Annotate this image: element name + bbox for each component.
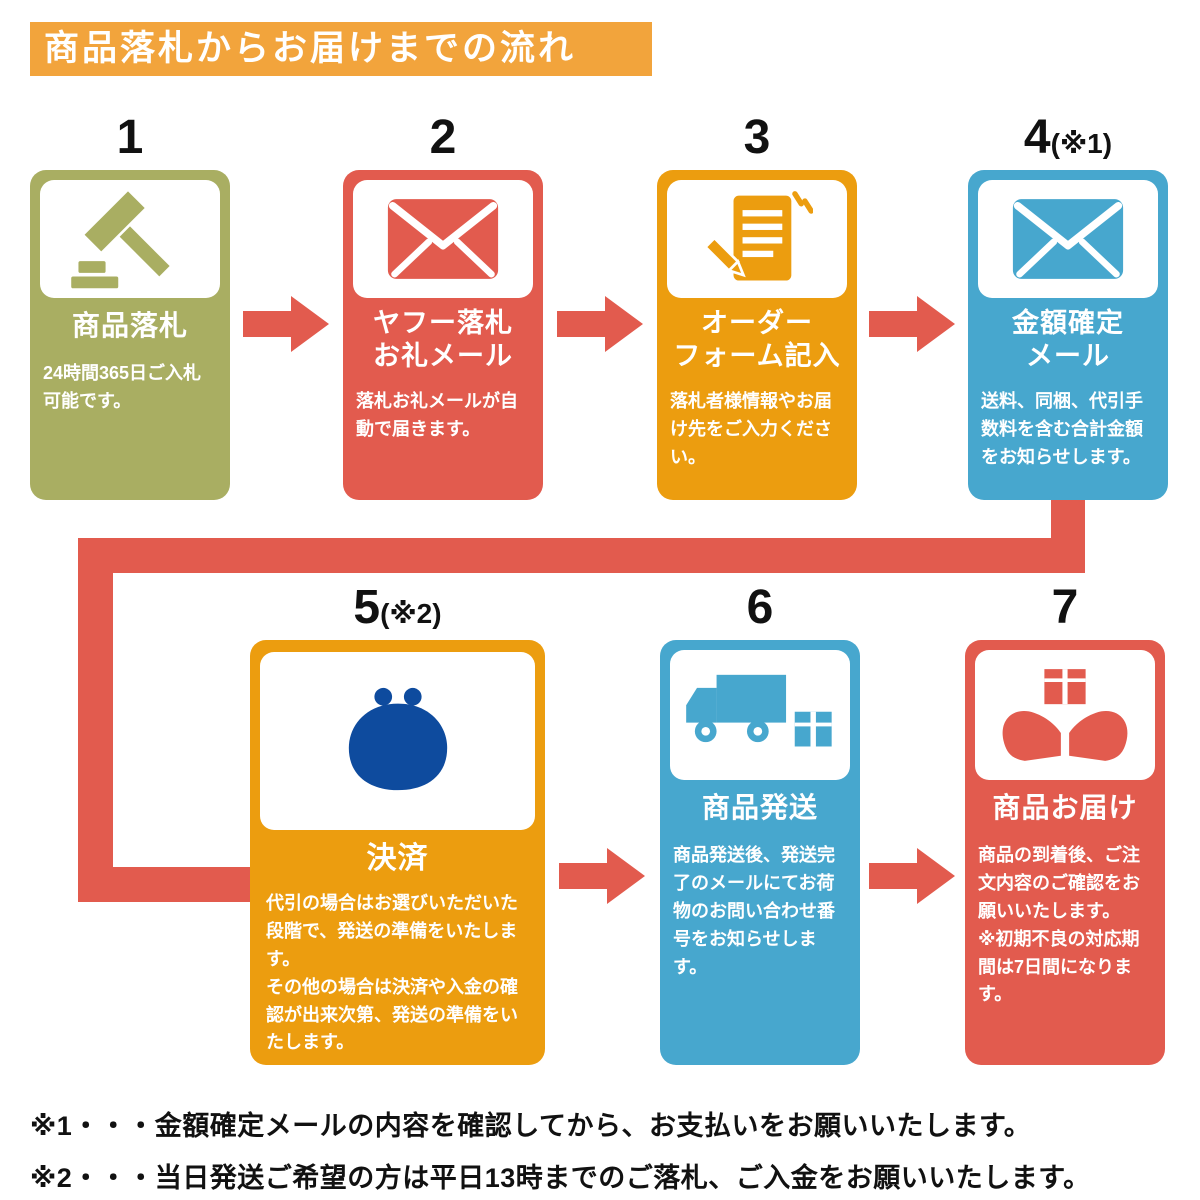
step-card-delivery: 商品お届け 商品の到着後、ご注文内容のご確認をお願いいたします。 ※初期不良の対… (965, 640, 1165, 1065)
step-number-4: 4(※1) (1023, 111, 1113, 164)
footnote-1: ※1・・・金額確定メールの内容を確認してから、お支払いをお願いいたします。 (30, 1111, 1032, 1141)
step-card-payment: 決済 代引の場合はお選びいただいた段階で、発送の準備をいたします。 その他の場合… (250, 640, 545, 1065)
flow-arrow-icon (869, 848, 955, 904)
step-number-2: 2 (429, 111, 457, 164)
flow-arrow-icon (243, 296, 329, 352)
step-number-6: 6 (746, 581, 774, 634)
step-title: ヤフー落札 お礼メール (373, 308, 513, 371)
step-title: オーダー フォーム記入 (673, 308, 841, 371)
flow-arrow-icon (557, 296, 643, 352)
truck-icon (670, 650, 850, 780)
step-card-order-form: オーダー フォーム記入 落札者様情報やお届け先をご入力ください。 (657, 170, 857, 500)
step-number-5: 5(※2) (353, 581, 442, 634)
step-title: 金額確定 メール (1012, 308, 1124, 371)
step-number-3: 3 (743, 111, 771, 164)
flow-arrow-icon (869, 296, 955, 352)
step-description: 商品発送後、発送完了のメールにてお荷物のお問い合わせ番号をお知らせします。 (673, 845, 835, 977)
footnote-2: ※2・・・当日発送ご希望の方は平日13時までのご落札、ご入金をお願いいたします。 (30, 1163, 1091, 1193)
step-title: 商品お届け (992, 791, 1138, 823)
flow-arrow-icon (559, 848, 645, 904)
mail-icon (353, 180, 533, 298)
step-number-1: 1 (116, 111, 144, 164)
flow-connector-vertical-left (78, 538, 113, 902)
step-description: 落札お礼メールが自動で届きます。 (356, 391, 518, 439)
step-description: 落札者様情報やお届け先をご入力ください。 (670, 391, 832, 467)
order-form-icon (667, 180, 847, 298)
step-title: 商品落札 (71, 309, 188, 341)
gavel-icon (40, 180, 220, 298)
coin-purse-icon (260, 652, 535, 830)
step-title: 決済 (366, 841, 429, 875)
step-card-auction-win: 商品落札 24時間365日ご入札可能です。 (30, 170, 230, 500)
step-title: 商品発送 (701, 791, 818, 823)
mail-icon (978, 180, 1158, 298)
step-description: 送料、同梱、代引手数料を含む合計金額をお知らせします。 (981, 391, 1143, 467)
step-description: 代引の場合はお選びいただいた段階で、発送の準備をいたします。 その他の場合は決済… (266, 893, 518, 1053)
step-description: 24時間365日ご入札可能です。 (43, 363, 202, 411)
step-card-thanks-mail: ヤフー落札 お礼メール 落札お礼メールが自動で届きます。 (343, 170, 543, 500)
flow-connector-horizontal-top (78, 538, 1085, 573)
step-description: 商品の到着後、ご注文内容のご確認をお願いいたします。 ※初期不良の対応期間は7日… (978, 845, 1140, 1005)
step-number-7: 7 (1051, 581, 1079, 634)
flow-connector-horizontal-bottom (78, 867, 258, 902)
step-card-shipping: 商品発送 商品発送後、発送完了のメールにてお荷物のお問い合わせ番号をお知らせしま… (660, 640, 860, 1065)
page-title: 商品落札からお届けまでの流れ (30, 22, 652, 76)
step-card-price-confirm-mail: 金額確定 メール 送料、同梱、代引手数料を含む合計金額をお知らせします。 (968, 170, 1168, 500)
hands-package-icon (975, 650, 1155, 780)
